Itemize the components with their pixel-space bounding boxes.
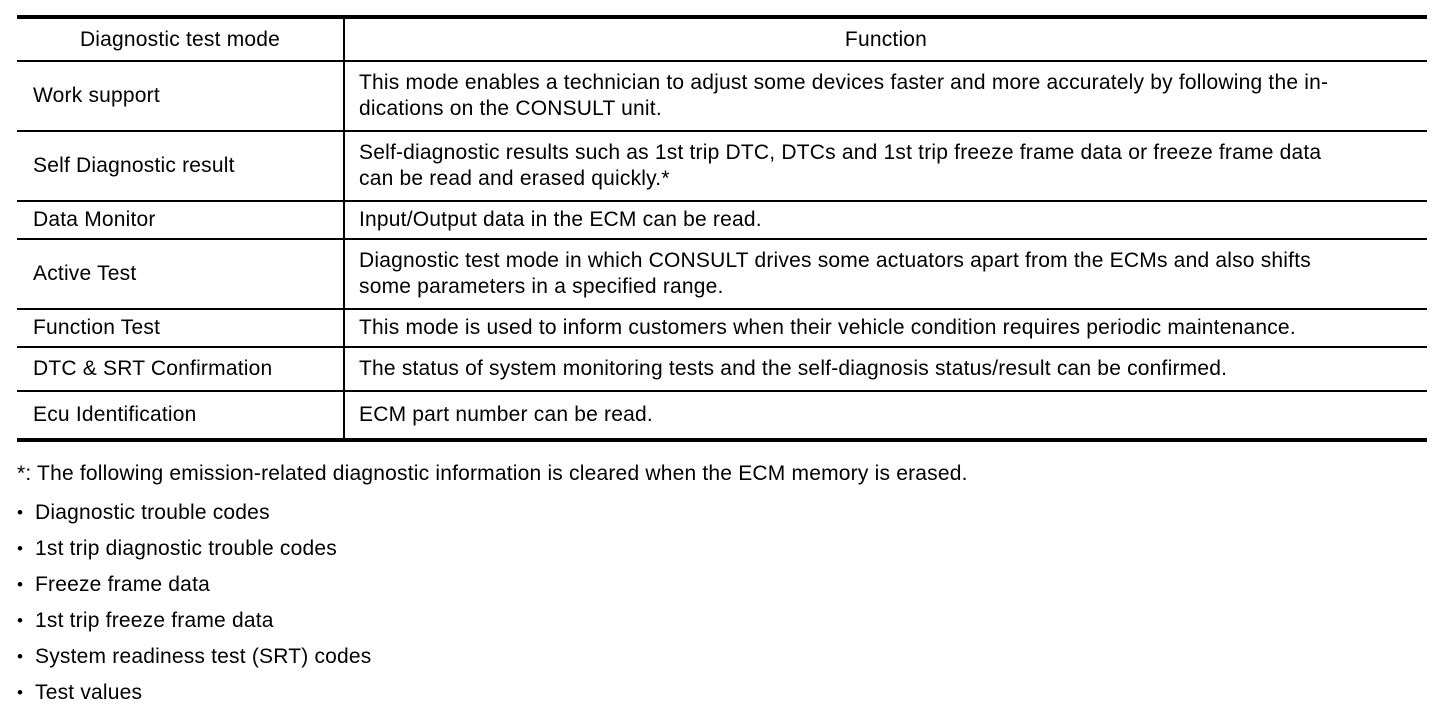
list-item: • System readiness test (SRT) codes: [17, 639, 1437, 675]
table-row-dtc-srt-confirmation: DTC & SRT Confirmation The status of sys…: [17, 348, 1427, 392]
function-text-line: Self-diagnostic results such as 1st trip…: [359, 141, 1322, 164]
cell-function: Input/Output data in the ECM can be read…: [345, 202, 1427, 238]
cell-diagnostic-test-mode: Self Diagnostic result: [17, 132, 345, 200]
bullet-icon: •: [17, 683, 24, 702]
table-row-self-diagnostic-result: Self Diagnostic result Self-diagnostic r…: [17, 132, 1427, 202]
cell-diagnostic-test-mode: Function Test: [17, 310, 345, 346]
cell-function: Diagnostic test mode in which CONSULT dr…: [345, 240, 1427, 308]
bullet-item-text: Test values: [35, 681, 143, 704]
cell-diagnostic-test-mode: DTC & SRT Confirmation: [17, 348, 345, 390]
cell-function: This mode enables a technician to adjust…: [345, 62, 1427, 130]
table-row-function-test: Function Test This mode is used to infor…: [17, 310, 1427, 348]
table-row-data-monitor: Data Monitor Input/Output data in the EC…: [17, 202, 1427, 240]
bullet-icon: •: [17, 647, 24, 666]
bullet-item-text: System readiness test (SRT) codes: [35, 645, 372, 668]
bullet-item-text: Diagnostic trouble codes: [35, 501, 270, 524]
cell-function: The status of system monitoring tests an…: [345, 348, 1427, 390]
cell-function: ECM part number can be read.: [345, 392, 1427, 438]
cell-diagnostic-test-mode: Data Monitor: [17, 202, 345, 238]
table-row-active-test: Active Test Diagnostic test mode in whic…: [17, 240, 1427, 310]
function-text-line: dications on the CONSULT unit.: [359, 97, 662, 120]
function-text-line: This mode enables a technician to adjust…: [359, 71, 1329, 94]
function-text-line: some parameters in a specified range.: [359, 275, 724, 298]
cell-function: This mode is used to inform customers wh…: [345, 310, 1427, 346]
cell-function: Self-diagnostic results such as 1st trip…: [345, 132, 1427, 200]
table-row-work-support: Work support This mode enables a technic…: [17, 62, 1427, 132]
list-item: • 1st trip diagnostic trouble codes: [17, 531, 1437, 567]
footnote-text: *: The following emission-related diagno…: [17, 462, 968, 485]
bullet-item-text: 1st trip freeze frame data: [35, 609, 274, 632]
list-item: • Freeze frame data: [17, 567, 1437, 603]
footnote: *: The following emission-related diagno…: [17, 461, 1437, 708]
cell-diagnostic-test-mode: Ecu Identification: [17, 392, 345, 438]
bullet-icon: •: [17, 611, 24, 630]
cell-diagnostic-test-mode: Work support: [17, 62, 345, 130]
function-text-line: The status of system monitoring tests an…: [359, 357, 1228, 380]
list-item: • 1st trip freeze frame data: [17, 603, 1437, 639]
function-text-line: Diagnostic test mode in which CONSULT dr…: [359, 249, 1311, 272]
bullet-icon: •: [17, 503, 24, 522]
column-header-diagnostic-test-mode: Diagnostic test mode: [17, 19, 345, 60]
bullet-item-text: Freeze frame data: [35, 573, 210, 596]
bullet-item-text: 1st trip diagnostic trouble codes: [35, 537, 337, 560]
cell-diagnostic-test-mode: Active Test: [17, 240, 345, 308]
diagnostic-test-mode-table: Diagnostic test mode Function Work suppo…: [17, 15, 1427, 442]
table-header-row: Diagnostic test mode Function: [17, 19, 1427, 62]
table-row-ecu-identification: Ecu Identification ECM part number can b…: [17, 392, 1427, 438]
column-header-function: Function: [844, 27, 928, 51]
bullet-icon: •: [17, 575, 24, 594]
list-item: • Diagnostic trouble codes: [17, 495, 1437, 531]
list-item: • Test values: [17, 675, 1437, 708]
function-text-line: can be read and erased quickly.*: [359, 167, 670, 190]
function-text-line: ECM part number can be read.: [359, 403, 653, 426]
footnote-bullet-list: • Diagnostic trouble codes • 1st trip di…: [17, 495, 1437, 708]
bullet-icon: •: [17, 539, 24, 558]
function-text-line: This mode is used to inform customers wh…: [359, 316, 1296, 339]
function-text-line: Input/Output data in the ECM can be read…: [359, 208, 762, 231]
